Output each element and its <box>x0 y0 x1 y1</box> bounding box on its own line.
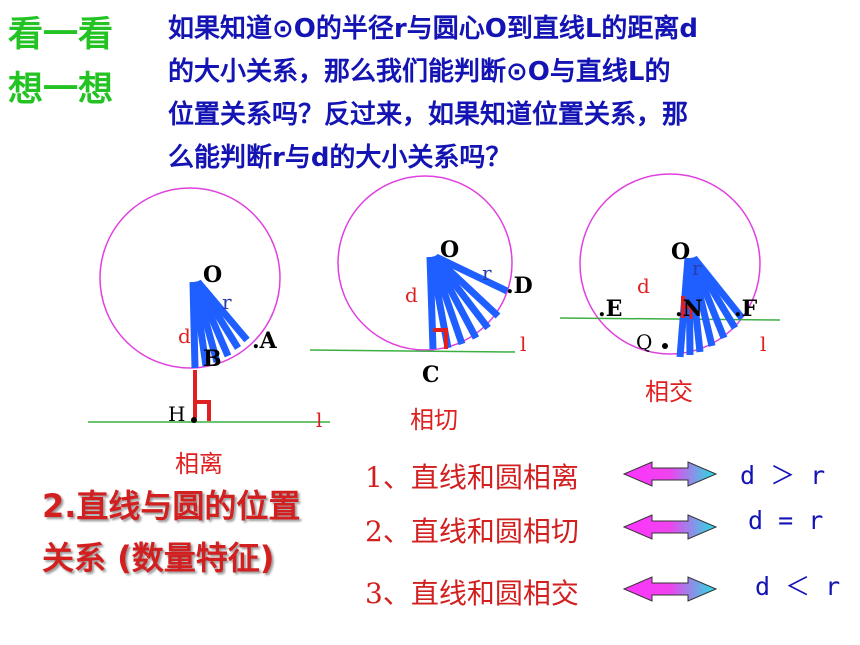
look-think-line2: 想一想 <box>8 70 114 110</box>
label-f: .F <box>734 296 758 322</box>
relation-tangent-formula: d = r <box>748 506 824 535</box>
relation-separate-formula: d ＞ r <box>740 461 826 490</box>
label-o-separate: O <box>203 262 223 288</box>
question-line-2: 的大小关系，那么我们能判断⊙O与直线L的 <box>168 57 671 87</box>
question-text: 如果知道⊙O的半径r与圆心O到直线L的距离d 的大小关系，那么我们能判断⊙O与直… <box>168 8 848 180</box>
label-b: B <box>203 346 222 372</box>
caption-separate: 相离 <box>175 450 223 478</box>
point-h <box>191 417 197 423</box>
label-l-separate: l <box>316 408 323 432</box>
relation-intersect-formula: d ＜ r <box>755 572 841 601</box>
relation-tangent-text: 2、直线和圆相切 <box>365 515 579 548</box>
right-angle-separate <box>195 400 211 421</box>
relation-separate-text: 1、直线和圆相离 <box>365 461 579 494</box>
label-r-tangent: r <box>482 261 492 285</box>
label-o-tangent: O <box>440 237 460 263</box>
double-arrow-2 <box>622 514 718 540</box>
relation-intersect-text: 3、直线和圆相交 <box>365 577 579 610</box>
line-intersect <box>559 317 781 321</box>
circle-intersect <box>579 173 761 355</box>
point-q <box>662 343 668 349</box>
label-r-intersect: r <box>692 256 702 280</box>
label-l-intersect: l <box>760 332 767 356</box>
label-l-tangent: l <box>520 332 527 356</box>
right-angle-tangent <box>433 328 448 349</box>
label-d-separate: d <box>178 324 191 348</box>
figure-separate <box>88 187 330 423</box>
label-h: H <box>168 402 186 426</box>
label-q: Q <box>636 330 653 354</box>
circle-tangent <box>337 175 513 351</box>
radius-fan-tangent <box>426 253 509 350</box>
label-a: .A <box>252 328 277 354</box>
label-d-point: .D <box>506 273 533 299</box>
section-title: 2.直线与圆的位置关系 (数量特征) <box>42 487 301 577</box>
radius-fan-separate <box>189 279 250 369</box>
double-arrow-3 <box>622 576 718 602</box>
question-line-3: 位置关系吗？反过来，如果知道位置关系，那 <box>168 100 689 130</box>
label-o-intersect: O <box>671 239 691 265</box>
look-think-heading: 看一看 想一想 <box>8 8 148 118</box>
double-arrow-1 <box>622 461 718 487</box>
question-line-4: 么能判断r与d的大小关系吗？ <box>168 143 512 173</box>
caption-tangent: 相切 <box>410 406 458 434</box>
figure-tangent <box>309 175 516 353</box>
caption-intersect: 相交 <box>645 378 693 406</box>
question-line-1: 如果知道⊙O的半径r与圆心O到直线L的距离d <box>168 14 698 44</box>
right-angle-intersect <box>683 305 693 319</box>
label-n: .N <box>675 296 703 322</box>
label-d-tangent: d <box>405 283 418 307</box>
label-e: .E <box>598 296 623 322</box>
circle-separate <box>99 187 281 369</box>
radius-fan-intersect <box>676 255 745 358</box>
look-think-line1: 看一看 <box>8 15 114 55</box>
figure-intersect <box>559 173 781 358</box>
line-tangent <box>309 349 516 353</box>
label-r-separate: r <box>222 290 232 314</box>
label-c: C <box>422 362 440 388</box>
label-d-intersect: d <box>637 274 650 298</box>
